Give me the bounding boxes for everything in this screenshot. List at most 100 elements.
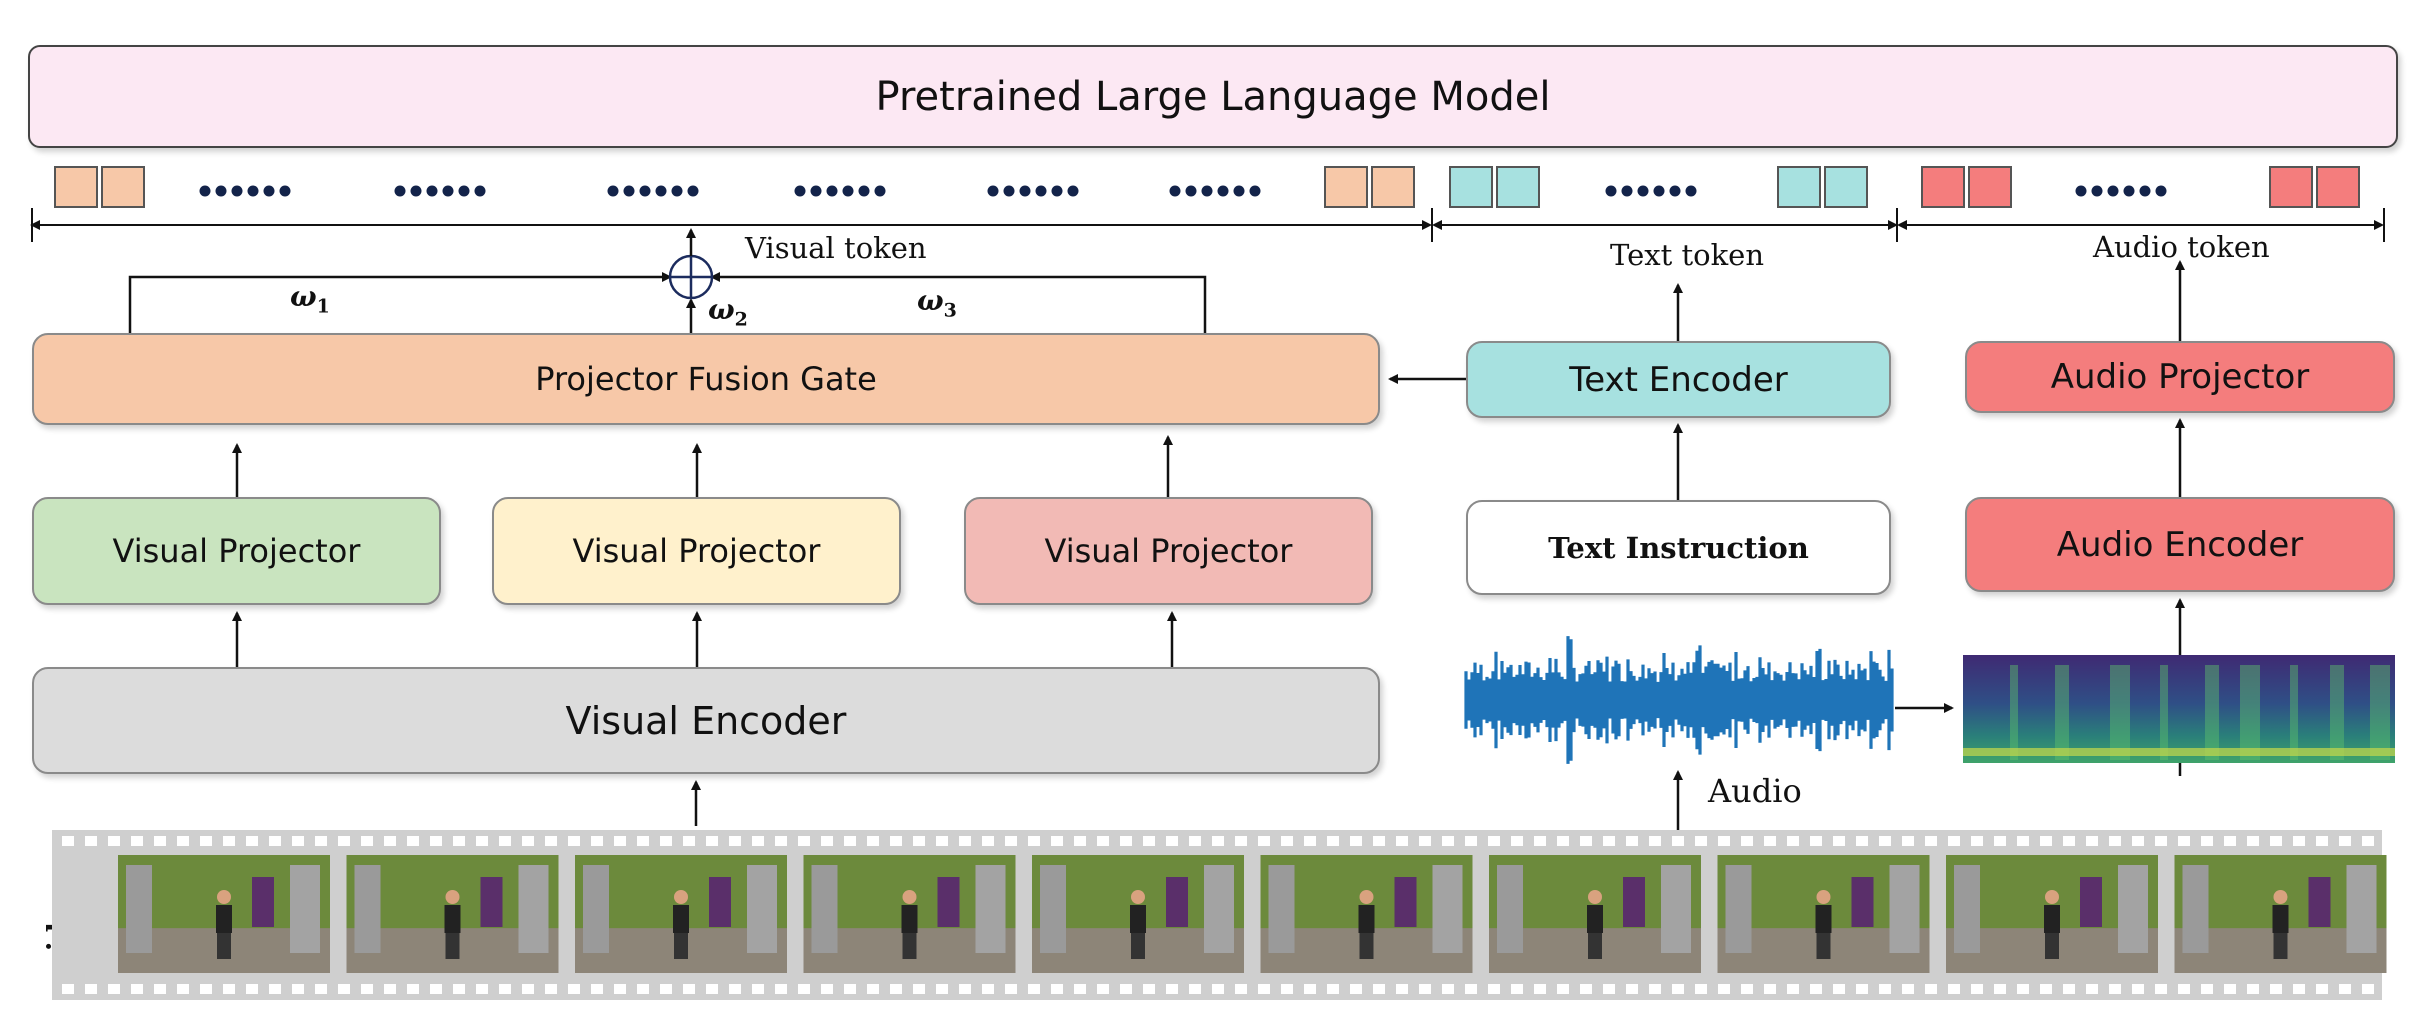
sprocket-hole [361, 836, 373, 846]
frame-person-legs [1131, 933, 1145, 959]
video-frame [346, 855, 559, 973]
omega-3: ω3 [917, 284, 957, 322]
sprocket-hole [1879, 984, 1891, 994]
sprocket-hole [545, 836, 557, 846]
sprocket-hole [1465, 984, 1477, 994]
sprocket-hole [568, 984, 580, 994]
sprocket-hole [85, 836, 97, 846]
ellipsis-dot [842, 185, 854, 197]
sprocket-hole [1902, 984, 1914, 994]
frame-machine [1268, 865, 1295, 953]
sprocket-hole [1810, 984, 1822, 994]
sprocket-hole [384, 984, 396, 994]
sprocket-hole [1511, 984, 1523, 994]
video-frame [1260, 855, 1473, 973]
sprocket-hole [1718, 836, 1730, 846]
frame-person-head [217, 890, 231, 904]
frame-person-body [673, 905, 689, 933]
frame-machine [354, 865, 381, 953]
sprocket-hole [1442, 836, 1454, 846]
ellipsis-dot [1605, 185, 1617, 197]
ellipsis-dot [1035, 185, 1047, 197]
sprocket-hole [959, 984, 971, 994]
token-square [1824, 166, 1868, 208]
sprocket-hole [2086, 836, 2098, 846]
sprocket-hole [1603, 984, 1615, 994]
visual-encoder: Visual Encoder [32, 667, 1380, 774]
sprocket-hole [2247, 984, 2259, 994]
sprocket-hole [246, 984, 258, 994]
sprocket-hole [1695, 836, 1707, 846]
ellipsis-dot [279, 185, 291, 197]
sprocket-hole [1488, 836, 1500, 846]
sprocket-hole [729, 836, 741, 846]
sprocket-hole [108, 984, 120, 994]
ellipsis-dot [1051, 185, 1063, 197]
sprocket-hole [154, 836, 166, 846]
frame-person-body [2044, 905, 2060, 933]
sprocket-hole [913, 836, 925, 846]
ellipsis-dot [231, 185, 243, 197]
sprocket-hole [660, 984, 672, 994]
ellipsis-dot [1201, 185, 1213, 197]
sprocket-hole [1235, 984, 1247, 994]
sprocket-hole [476, 836, 488, 846]
ellipsis-dot [623, 185, 635, 197]
ellipsis-dot [826, 185, 838, 197]
sprocket-hole [1672, 836, 1684, 846]
sprocket-hole [108, 836, 120, 846]
sprocket-hole [890, 836, 902, 846]
sprocket-hole [2339, 984, 2351, 994]
ellipsis-dot [2155, 185, 2167, 197]
sprocket-hole [177, 984, 189, 994]
ellipsis-dot [671, 185, 683, 197]
ellipsis-dot [1169, 185, 1181, 197]
sprocket-hole [821, 984, 833, 994]
sprocket-hole [2040, 836, 2052, 846]
audio-token-label: Audio token [2093, 230, 2270, 264]
video-frames [118, 855, 2387, 973]
frame-machine [1040, 865, 1066, 953]
sprocket-hole [890, 984, 902, 994]
spectrogram-band [2160, 665, 2168, 760]
frame-person-head [445, 890, 460, 904]
sprocket-hole [2362, 836, 2374, 846]
spectrogram-band [2010, 665, 2018, 760]
token-square [2269, 166, 2313, 208]
sprocket-hole [1304, 836, 1316, 846]
sprocket-hole [1281, 836, 1293, 846]
sprocket-hole [1718, 984, 1730, 994]
frame-person-head [902, 890, 917, 904]
frame-person-head [1588, 890, 1602, 904]
sprocket-hole [1350, 984, 1362, 994]
sprocket-hole [614, 836, 626, 846]
sprocket-hole [913, 984, 925, 994]
omega-2: ω2 [708, 293, 748, 331]
omega-1: ω1 [290, 280, 330, 318]
ellipsis-dot [1185, 185, 1197, 197]
frame-person-body [2272, 905, 2289, 933]
video-frame [1717, 855, 1930, 973]
sprocket-hole [2017, 984, 2029, 994]
ellipsis-dot [215, 185, 227, 197]
sprocket-hole [591, 836, 603, 846]
sprocket-hole [1327, 984, 1339, 994]
visual-projector-2: Visual Projector [492, 497, 901, 605]
frame-machine [747, 865, 777, 953]
sprocket-hole [407, 984, 419, 994]
sprocket-hole [177, 836, 189, 846]
spectrogram-band [2240, 665, 2260, 760]
sprocket-hole [338, 984, 350, 994]
film-sprockets [62, 836, 2374, 994]
ellipsis-dot [1249, 185, 1261, 197]
frame-machine [1204, 865, 1234, 953]
ellipsis-dot [810, 185, 822, 197]
video-frame [1946, 855, 2158, 973]
sprocket-hole [752, 836, 764, 846]
visual-projector-1-label: Visual Projector [112, 532, 361, 570]
frame-person-legs [217, 933, 231, 959]
frame-machine [583, 865, 609, 953]
sprocket-hole [499, 984, 511, 994]
sprocket-hole [936, 984, 948, 994]
frame-person-body [444, 905, 461, 933]
